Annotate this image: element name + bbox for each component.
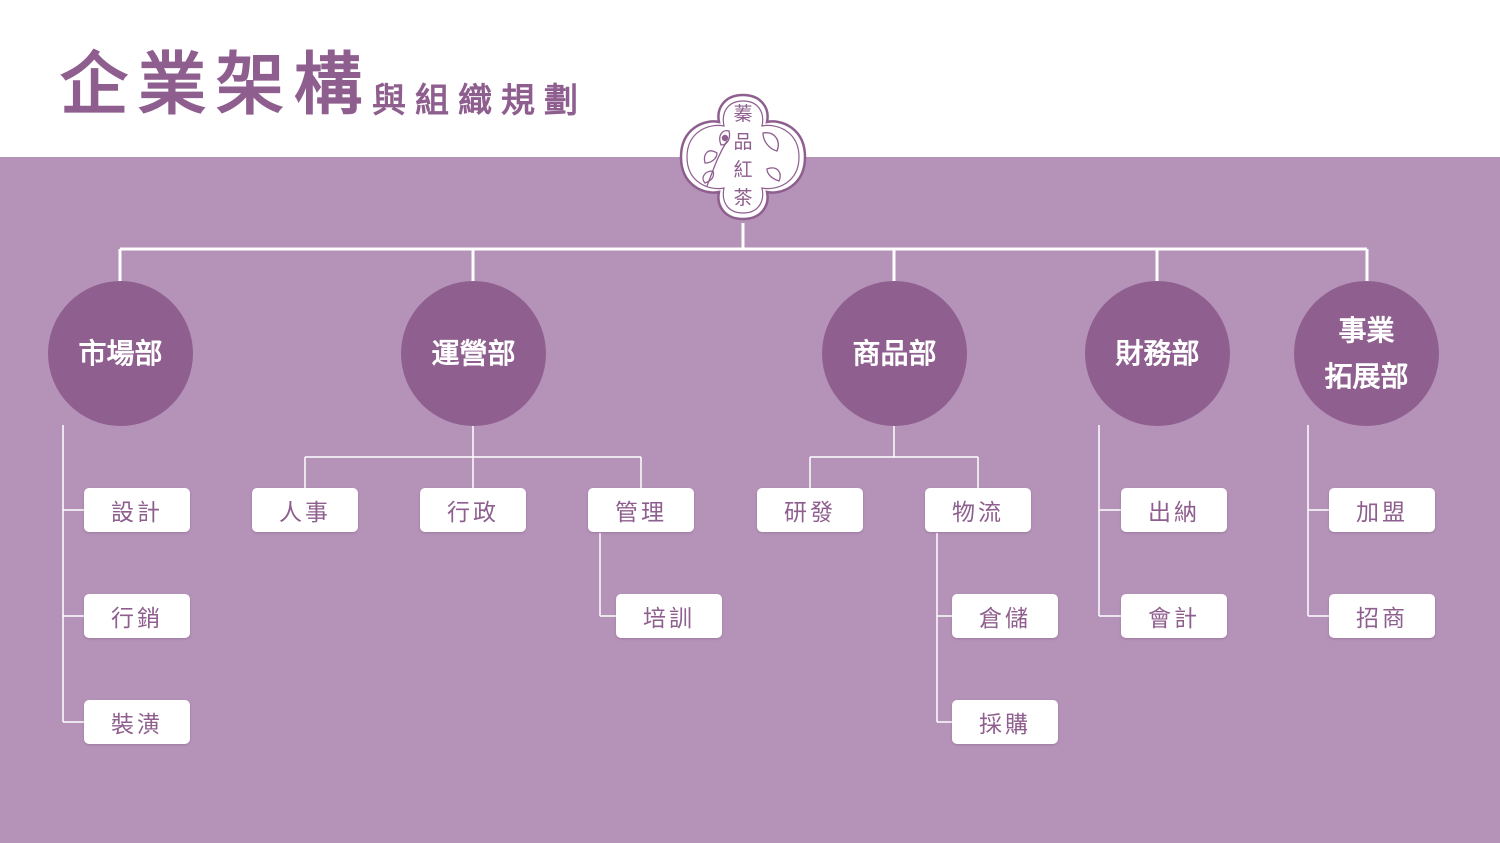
logo-char: 蓁 [733, 103, 752, 125]
page-title: 企業架構 [60, 46, 373, 125]
dept-circle-operations: 運營部 [401, 281, 546, 426]
dept-circle-business-development: 事業 拓展部 [1294, 281, 1439, 426]
unit-box-design: 設計 [84, 488, 190, 532]
org-chart-area [0, 157, 1500, 843]
unit-box-investment: 招商 [1329, 594, 1435, 638]
unit-box-procurement: 採購 [952, 700, 1058, 744]
unit-box-franchise: 加盟 [1329, 488, 1435, 532]
logo-char: 紅 [733, 159, 752, 181]
dept-label: 財務部 [1115, 336, 1200, 370]
logo-char: 品 [733, 131, 752, 153]
brand-logo-seal: 蓁 品 紅 茶 [679, 93, 807, 221]
dept-label: 運營部 [431, 336, 516, 370]
unit-box-training: 培訓 [616, 594, 722, 638]
unit-box-admin: 行政 [420, 488, 526, 532]
logo-char: 茶 [733, 187, 752, 209]
tea-leaf-icon [702, 129, 781, 187]
dept-label: 事業 拓展部 [1324, 313, 1409, 393]
unit-box-decoration: 裝潢 [84, 700, 190, 744]
unit-box-warehouse: 倉儲 [952, 594, 1058, 638]
dept-circle-finance: 財務部 [1085, 281, 1230, 426]
unit-box-cashier: 出納 [1121, 488, 1227, 532]
dept-circle-marketing: 市場部 [48, 281, 193, 426]
unit-box-hr: 人事 [252, 488, 358, 532]
dept-label: 市場部 [78, 336, 163, 370]
dept-circle-product: 商品部 [822, 281, 967, 426]
dept-label: 商品部 [852, 336, 937, 370]
unit-box-accounting: 會計 [1121, 594, 1227, 638]
unit-box-marketing: 行銷 [84, 594, 190, 638]
unit-box-logistics: 物流 [925, 488, 1031, 532]
unit-box-management: 管理 [588, 488, 694, 532]
page-subtitle: 與組織規劃 [372, 81, 587, 121]
unit-box-rnd: 研發 [757, 488, 863, 532]
